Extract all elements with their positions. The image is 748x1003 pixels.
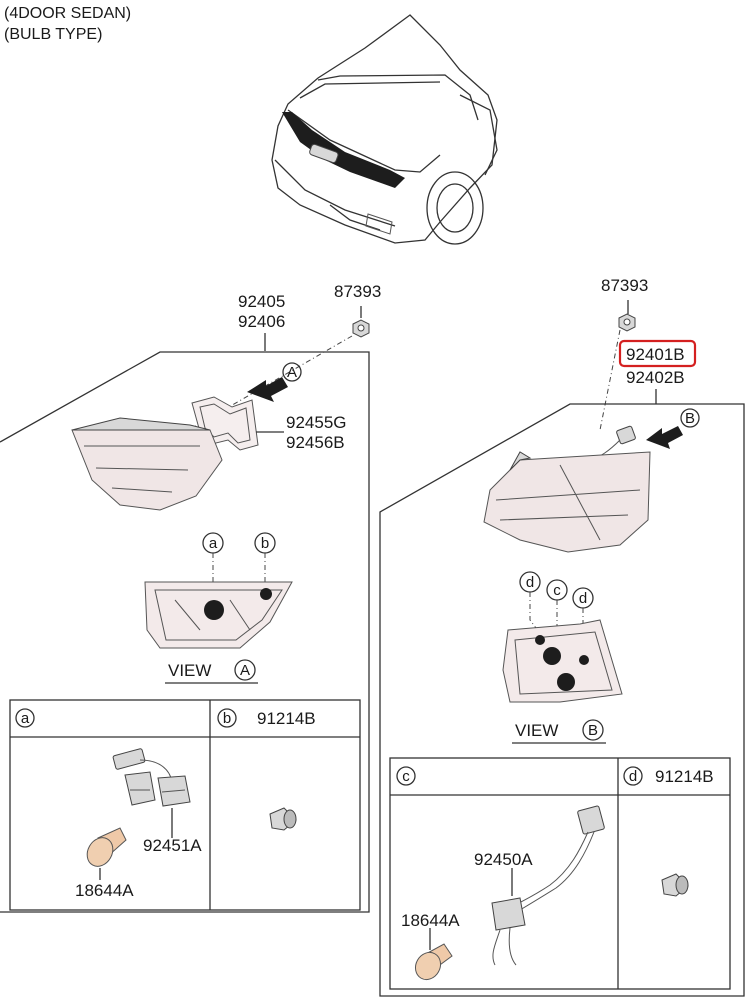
bulb-left bbox=[86, 827, 127, 867]
view-b-housing bbox=[502, 619, 623, 703]
table-cell-c: c bbox=[402, 768, 410, 785]
part-number-nut-right: 87393 bbox=[601, 276, 648, 295]
table-a-circle bbox=[15, 708, 35, 728]
table-d-part-number: 91214B bbox=[655, 767, 714, 786]
lamp-connector bbox=[584, 425, 636, 463]
view-a-marker: A bbox=[287, 364, 297, 381]
table-b-circle bbox=[217, 708, 237, 728]
callout-d1: d bbox=[526, 574, 534, 591]
vehicle-type-label: (4DOOR SEDAN) bbox=[4, 5, 131, 22]
callout-d2: d bbox=[579, 590, 587, 607]
bulb-part-18644A-left: 18644A bbox=[75, 881, 134, 900]
table-b-part-number: 91214B bbox=[257, 709, 316, 728]
bulb-right bbox=[414, 943, 453, 981]
table-d-circle bbox=[623, 766, 643, 786]
bulb-part-18644A-right: 18644A bbox=[401, 911, 460, 930]
view-b-circle bbox=[680, 408, 700, 428]
bulb-socket-left bbox=[112, 748, 191, 807]
view-a-label: VIEW bbox=[168, 661, 211, 680]
view-b-bottom-circle bbox=[582, 719, 604, 741]
socket-part-92450A: 92450A bbox=[474, 850, 533, 869]
part-number-92406: 92406 bbox=[238, 312, 285, 331]
view-a-letter: A bbox=[240, 662, 250, 679]
view-arrow-a bbox=[247, 377, 288, 402]
view-a-bottom-circle bbox=[234, 659, 256, 681]
part-number-92455G: 92455G bbox=[286, 413, 347, 432]
nut-icon-right bbox=[618, 313, 636, 332]
highlight-box-92401B bbox=[618, 339, 697, 368]
view-b-label: VIEW bbox=[515, 721, 558, 740]
outer-tail-lamp bbox=[483, 451, 651, 553]
callout-b: b bbox=[261, 535, 269, 552]
table-cell-a: a bbox=[21, 710, 30, 727]
view-a-circle bbox=[282, 362, 302, 382]
part-number-92402B: 92402B bbox=[626, 368, 685, 387]
view-a-housing bbox=[144, 581, 293, 649]
table-cell-b: b bbox=[223, 710, 231, 727]
socket-part-92451A: 92451A bbox=[143, 836, 202, 855]
inner-tail-lamp bbox=[71, 417, 223, 511]
nut-icon bbox=[352, 319, 370, 338]
bulb-socket-right bbox=[491, 805, 605, 966]
view-b-marker: B bbox=[685, 410, 695, 427]
view-arrow-b bbox=[646, 426, 683, 449]
table-cell-d: d bbox=[629, 768, 637, 785]
lamp-type-label: (BULB TYPE) bbox=[4, 26, 102, 43]
callout-c: c bbox=[553, 582, 561, 599]
part-number-92401B: 92401B bbox=[626, 345, 685, 364]
right-parts-table bbox=[389, 757, 731, 990]
table-c-circle bbox=[396, 766, 416, 786]
left-parts-table bbox=[9, 699, 361, 911]
part-number-92405: 92405 bbox=[238, 292, 285, 311]
part-number-92456B: 92456B bbox=[286, 433, 345, 452]
rubber-plug-b bbox=[269, 807, 297, 831]
car-illustration bbox=[271, 14, 498, 245]
callout-a: a bbox=[209, 535, 218, 552]
rubber-plug-d bbox=[661, 873, 689, 897]
view-b-letter: B bbox=[588, 722, 598, 739]
part-number-nut-left: 87393 bbox=[334, 282, 381, 301]
